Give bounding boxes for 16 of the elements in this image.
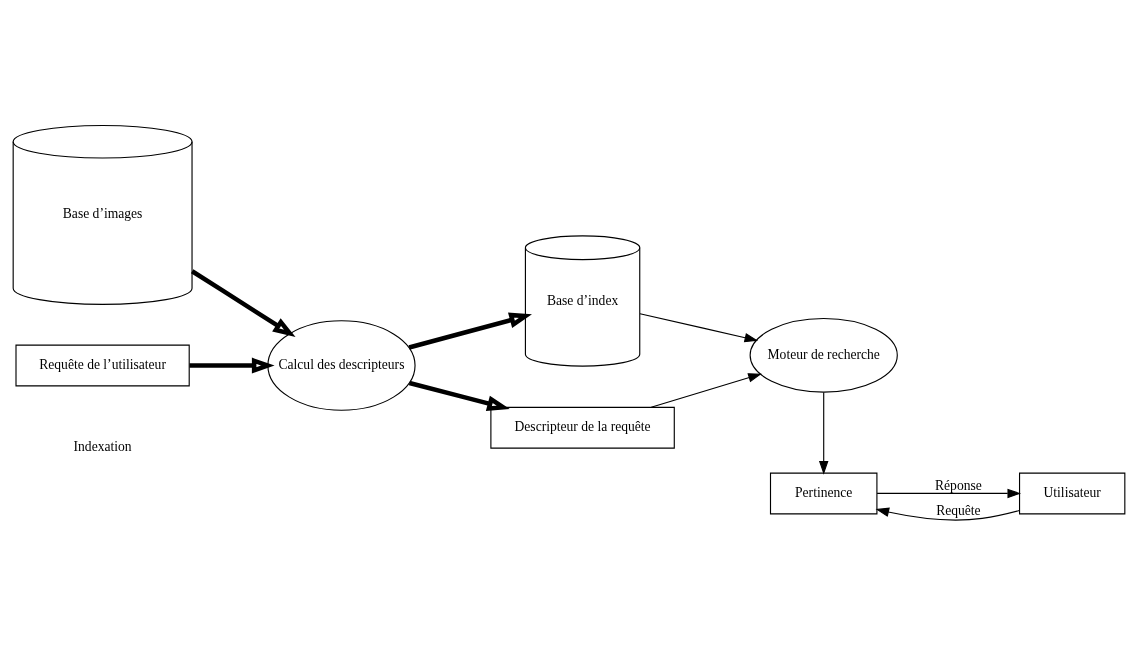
arrow	[818, 391, 829, 475]
arrow	[875, 507, 1020, 521]
node-box: Requête de l’utilisateur	[15, 344, 190, 386]
node-box: Utilisateur	[1019, 472, 1126, 514]
arrow	[639, 312, 759, 342]
arrow	[408, 312, 532, 350]
arrow	[189, 357, 275, 373]
arrow	[408, 380, 510, 411]
edge-label: Requête	[936, 501, 981, 517]
node-box: Pertinence	[769, 472, 878, 514]
arrow	[650, 372, 762, 408]
arrow	[190, 268, 296, 337]
label: Indexation	[73, 438, 132, 454]
node-box: Descripteur de la requête	[490, 406, 675, 449]
arrow	[876, 488, 1022, 498]
edge-label: Réponse	[935, 477, 982, 493]
